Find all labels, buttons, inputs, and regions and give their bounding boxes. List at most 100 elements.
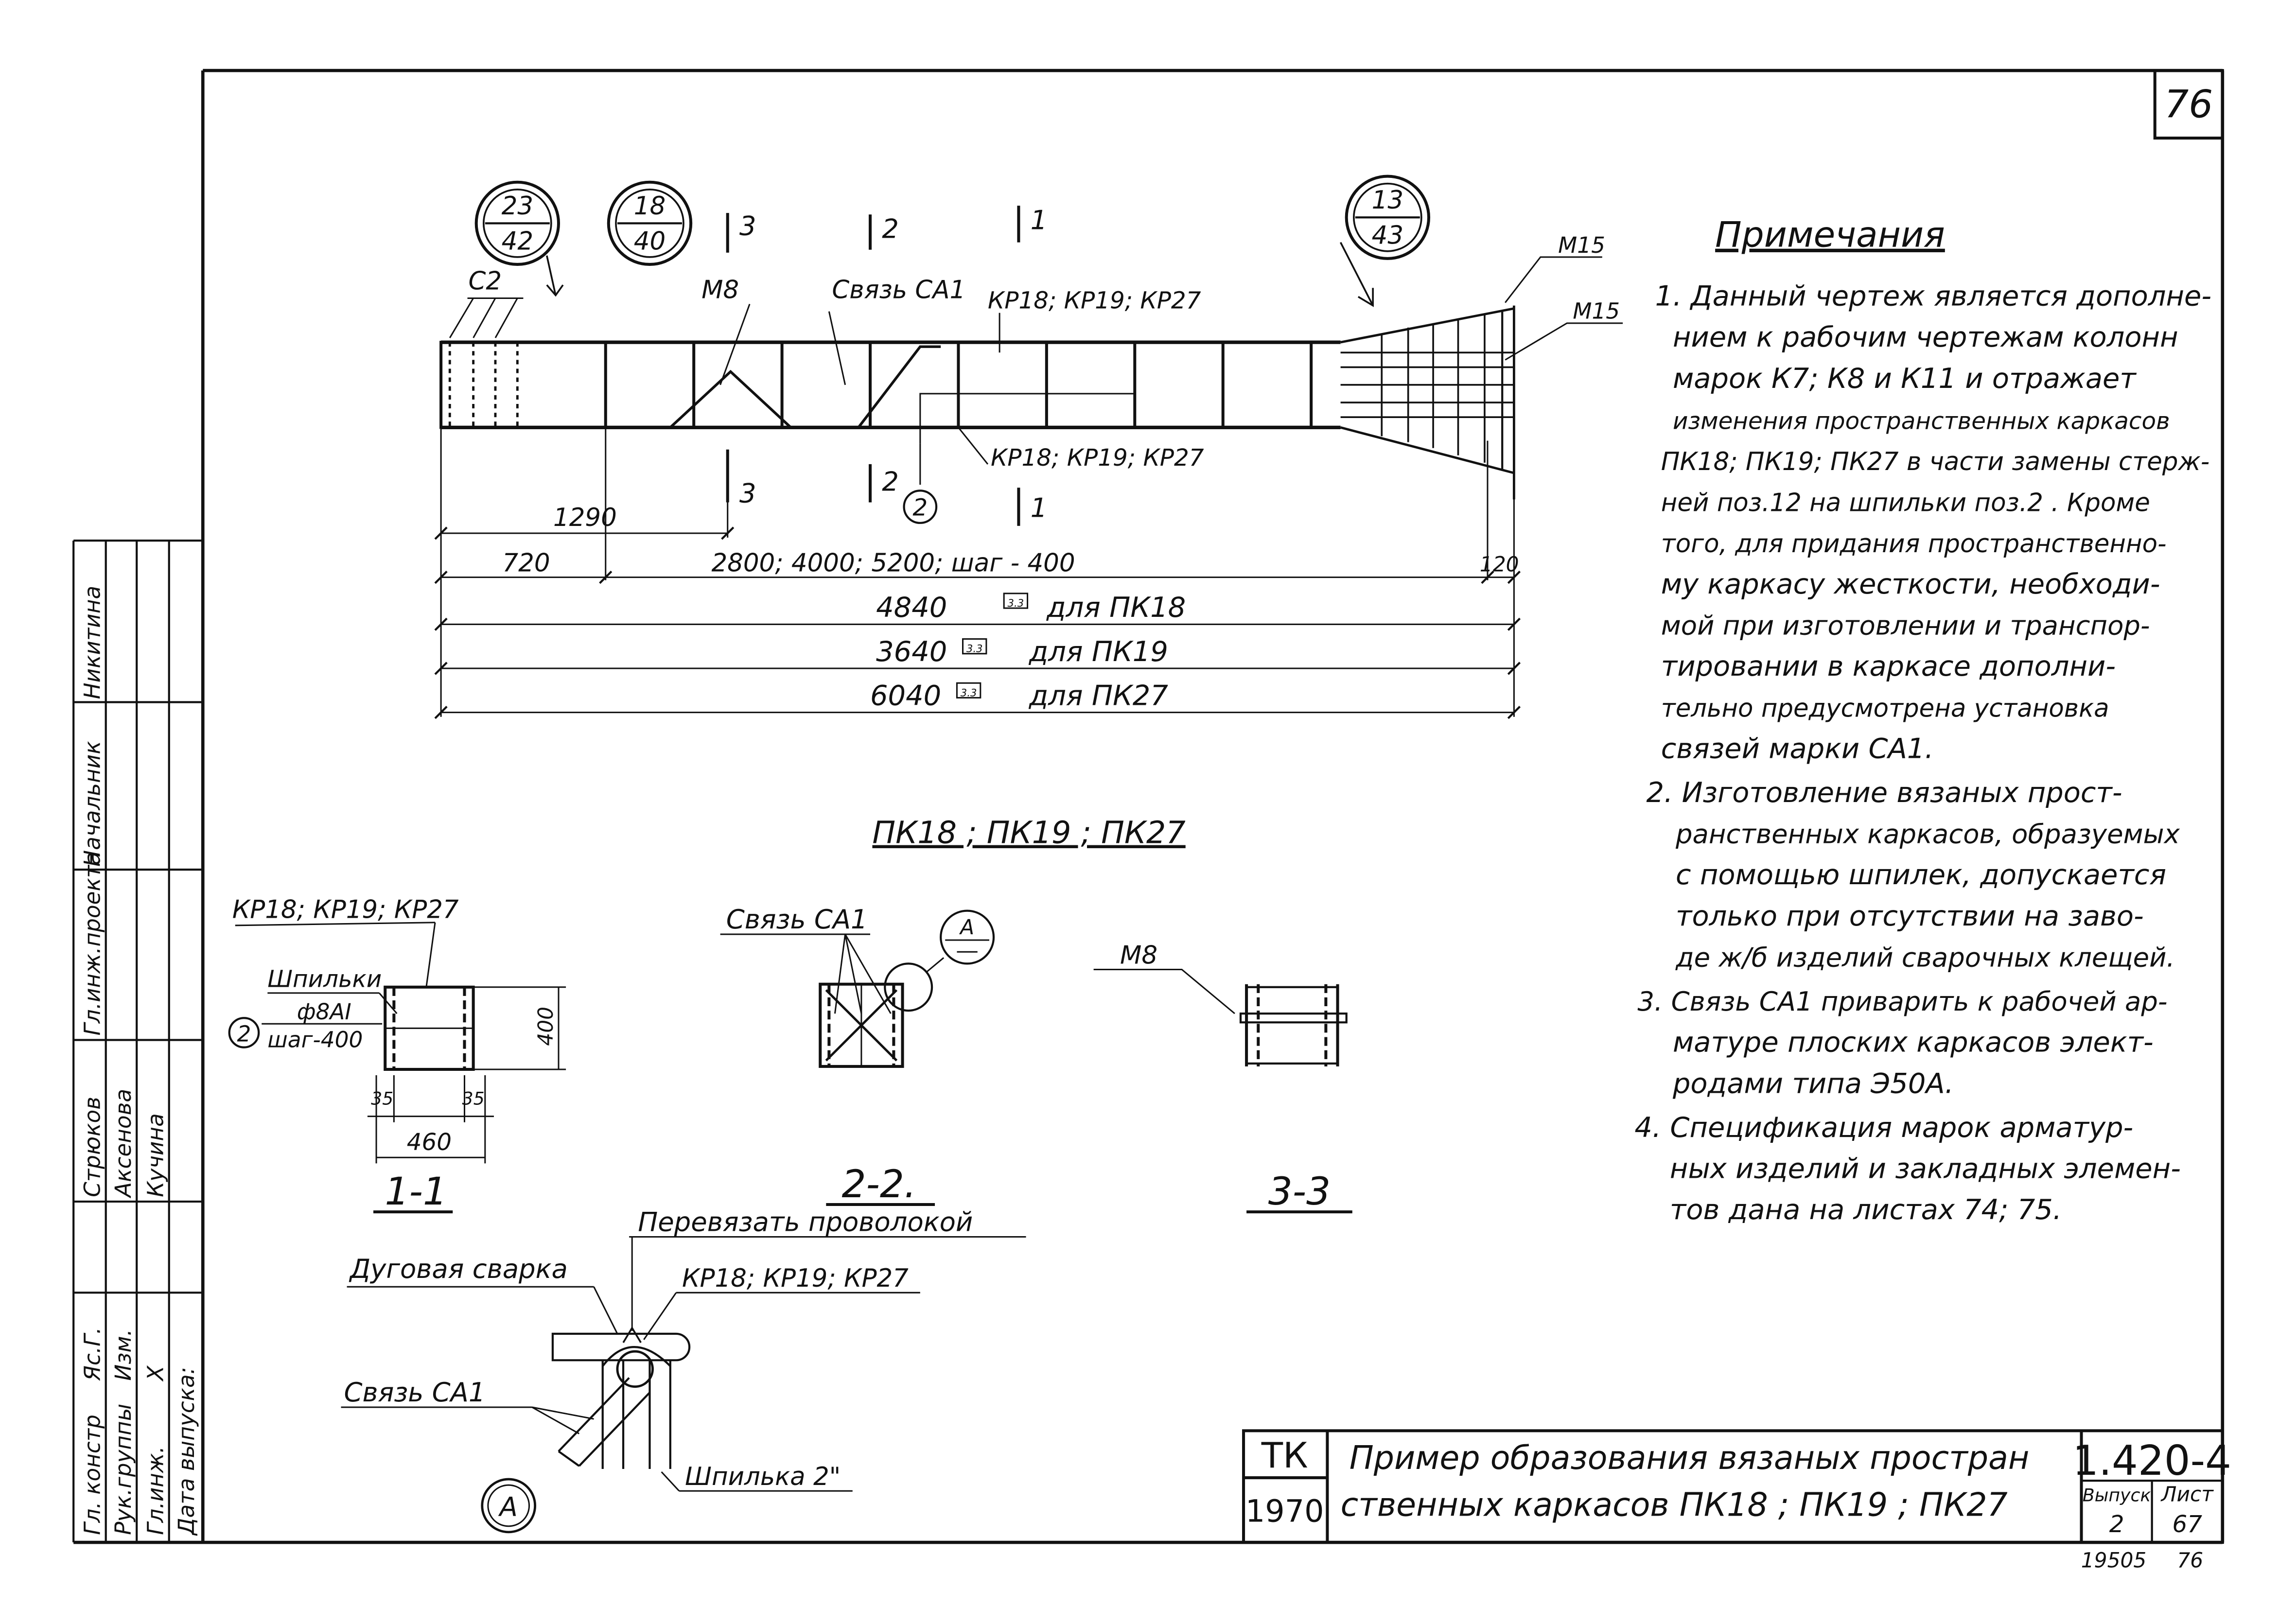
note-line-17: де ж/б изделий сварочных клещей. [1675,942,2175,973]
section-3-3 [1093,968,1352,1214]
label-m15-a: М15 [1558,232,1605,258]
note-line-21: 4. Спецификация марок арматур- [1634,1111,2133,1144]
section-mark-3-bottom: 3 [739,478,756,509]
svg-text:13: 13 [1372,186,1403,215]
svg-text:42: 42 [502,227,533,256]
side-stamp [72,539,203,1543]
stamp-role-1: Гл. констр [80,1415,105,1535]
svg-text:3.3: 3.3 [961,686,977,699]
stamp-sign-3: Х [143,1365,169,1382]
sheet-frame [73,69,2225,1544]
frame-elevation [439,206,1623,526]
s1-kr-label: КР18; КР19; КР27 [232,895,459,925]
dim-6040: 6040 [870,680,941,712]
note-line-9: мой при изготовлении и транспор- [1661,610,2150,641]
note-line-8: му каркасу жесткости, необходи- [1661,568,2160,600]
dimension-lines [440,429,1515,717]
svg-text:18: 18 [634,192,666,221]
s1-w35b: 35 [462,1088,485,1109]
dim-for-pk18: для ПК18 [1046,591,1186,624]
note-line-10: тировании в каркасе дополни- [1661,650,2116,682]
dim-for-pk19: для ПК19 [1029,635,1168,668]
tb-sheet-label: Лист [2160,1482,2214,1506]
tb-org-bottom: 1970 [1245,1493,1324,1529]
tb-issue-label: Выпуск [2083,1485,2151,1505]
dim-step: 2800; 4000; 5200; шаг - 400 [711,549,1075,578]
box-pk19: 3.3 [962,638,987,655]
notes-heading: Примечания [1715,215,1945,256]
stamp-upper-1: Гл.инж.проекта [80,852,105,1035]
tb-org-top: ТК [1261,1435,1308,1476]
s1-w35a: 35 [371,1088,393,1109]
note-line-13: 2. Изготовление вязаных прост- [1647,776,2122,809]
label-kr-top: КР18; КР19; КР27 [988,287,1201,314]
svg-text:43: 43 [1372,221,1403,250]
dim-3640: 3640 [876,635,947,668]
note-line-18: 3. Связь СА1 приварить к рабочей ар- [1637,986,2167,1017]
section-1-1 [235,922,566,1214]
stamp-name-1: Стрюков [80,1097,105,1197]
note-line-20: родами типа Э50А. [1672,1067,1954,1100]
sections-title: ПК18 ; ПК19 ; ПК27 [872,815,1185,851]
stamp-name-2: Аксенова [110,1089,136,1199]
detail-kr-label: КР18; КР19; КР27 [682,1264,909,1293]
s2-callout-a: А [940,909,995,965]
s2-link-label: Связь СА1 [726,904,868,935]
detail-link-label: Связь СА1 [344,1377,486,1408]
svg-text:3.3: 3.3 [1008,597,1024,609]
svg-text:2: 2 [237,1021,251,1047]
note-line-22: ных изделий и закладных элемен- [1670,1153,2181,1185]
svg-text:23: 23 [502,192,533,221]
svg-text:3.3: 3.3 [966,643,983,655]
s3-m8: М8 [1120,941,1157,970]
stamp-upper-3: Никитина [80,586,105,699]
note-line-23: тов дана на листах 74; 75. [1670,1193,2062,1226]
title-block [1242,1429,2224,1544]
sheet-number-box [2153,69,2224,140]
dim-1290: 1290 [553,503,617,532]
svg-text:А: А [498,1491,518,1522]
svg-text:40: 40 [634,227,666,256]
detail-arc-label: Дуговая сварка [349,1253,568,1284]
section-mark-1-top: 1 [1031,204,1048,235]
note-line-15: с помощью шпилек, допускается [1676,858,2166,891]
s1-h400: 400 [534,1007,558,1046]
stamp-upper-2: Начальник [80,741,105,867]
notes-body: 1. Данный чертеж является дополне- нием … [1634,280,2211,1226]
tb-title-line-2: ственных каркасов ПК18 ; ПК19 ; ПК27 [1341,1486,2008,1524]
svg-text:А: А [959,915,974,939]
tb-series: 1.420-4 [2072,1436,2231,1485]
note-line-4: изменения пространственных каркасов [1673,407,2170,435]
stamp-sign-2: Изм. [110,1329,136,1381]
section-mark-2-top: 2 [882,213,899,245]
note-line-6: ней поз.12 на шпильки поз.2 . Кроме [1661,489,2150,518]
s1-position-2-marker: 2 [228,1017,260,1048]
s1-dia: ф8АI [297,999,351,1025]
section-mark-2-bottom: 2 [882,466,899,497]
svg-text:2: 2 [912,494,928,522]
tb-title-line-1: Пример образования вязаных простран [1350,1439,2030,1477]
s1-caption: 1-1 [385,1169,447,1214]
sheet-number: 76 [2164,82,2213,127]
callout-23-42: 23 42 [474,180,561,266]
s1-w460: 460 [407,1129,452,1156]
tb-archive-sheet: 76 [2177,1548,2203,1572]
note-line-7: того, для придания пространственно- [1661,529,2167,559]
section-mark-1-bottom: 1 [1031,492,1048,524]
dimension-ticks [434,526,1521,719]
stamp-sign-1: Яс.Г. [80,1327,105,1381]
note-line-2: нием к рабочим чертежам колонн [1673,321,2178,353]
note-line-1: 1. Данный чертеж является дополне- [1655,280,2211,313]
note-line-16: только при отсутствии на заво- [1676,900,2144,932]
detail-a [341,1236,1026,1492]
label-link-ca1: Связь СА1 [832,275,965,304]
box-pk27: 3.3 [956,682,981,699]
stamp-role-3: Гл.инж. [143,1446,169,1535]
detail-stud-label: Шпилька 2" [685,1462,841,1491]
note-line-19: матуре плоских каркасов элект- [1673,1026,2154,1059]
dim-for-pk27: для ПК27 [1029,680,1168,712]
note-line-12: связей марки СА1. [1661,732,1934,765]
label-m8: М8 [701,275,739,304]
tb-archive-number: 19505 [2081,1548,2147,1572]
callout-18-40: 18 40 [607,180,693,266]
